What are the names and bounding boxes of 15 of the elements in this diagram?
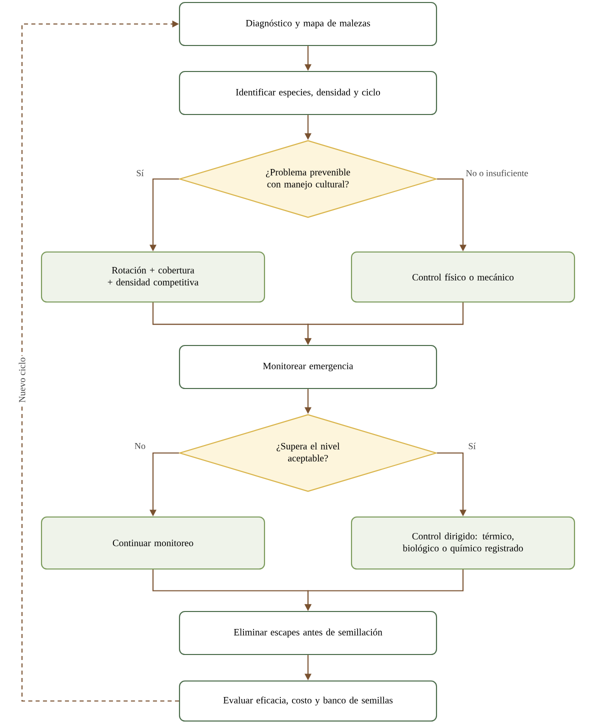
- action-box: Control físico o mecánico: [350, 251, 576, 303]
- process-box: Monitorear emergencia: [178, 344, 438, 390]
- process-box: Eliminar escapes antes de semillación: [178, 610, 438, 656]
- process-box: Identificar especies, densidad y ciclo: [178, 70, 438, 116]
- edge-label: No o insuficiente: [464, 168, 530, 178]
- edge-label: Nuevo ciclo: [17, 356, 27, 404]
- action-box: Continuar monitoreo: [40, 516, 266, 570]
- process-box: Evaluar eficacia, costo y banco de semillas: [178, 680, 438, 722]
- arrow: [21, 20, 179, 702]
- edge-label: Sí: [466, 441, 478, 451]
- edge-label: No: [133, 442, 147, 450]
- action-box: Control dirigido: térmico, biológico o químico registrado: [350, 516, 576, 570]
- edge-label: Sí: [134, 168, 146, 178]
- action-box: Rotación + cobertura + densidad competitiva: [40, 251, 266, 303]
- process-box: Diagnóstico y mapa de malezas: [178, 2, 438, 46]
